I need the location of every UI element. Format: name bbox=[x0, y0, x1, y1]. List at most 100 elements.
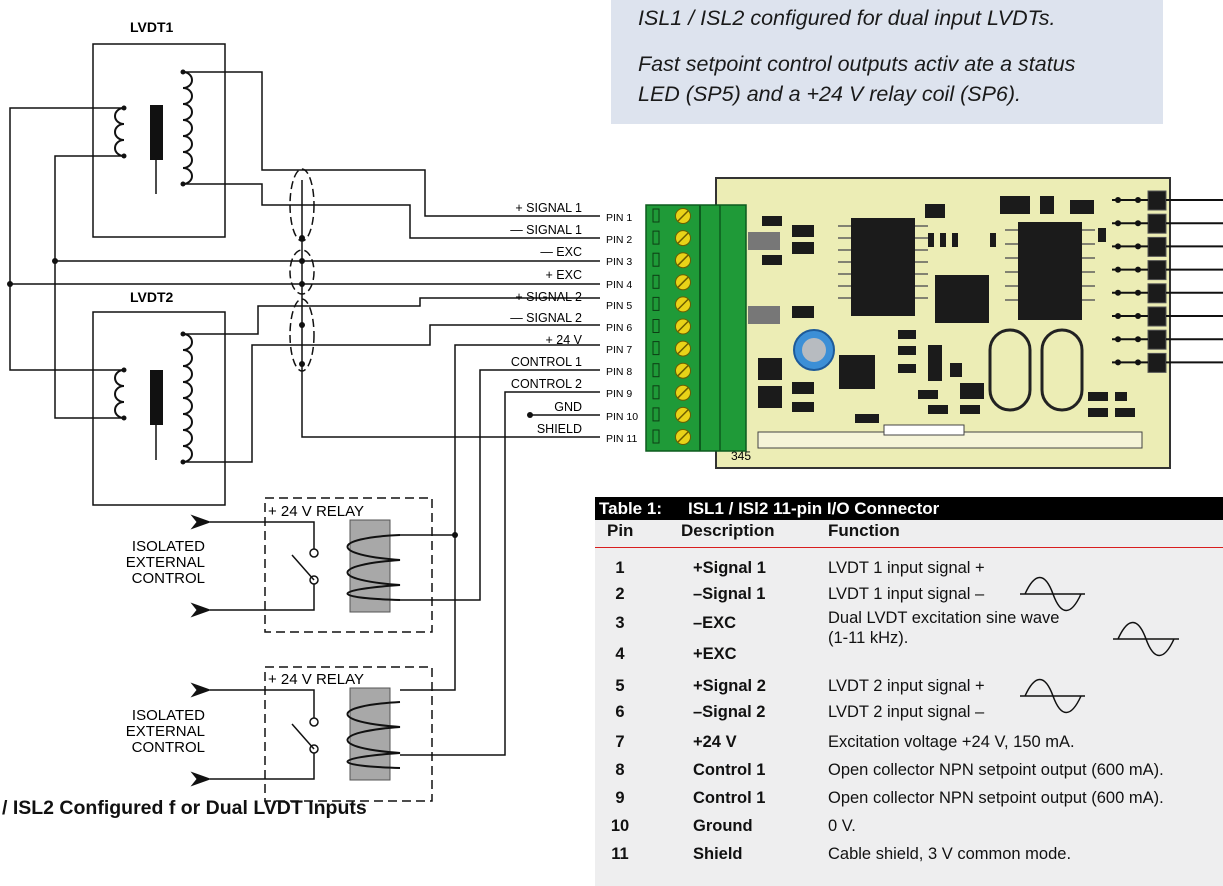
wire-label: SHIELD bbox=[537, 422, 582, 436]
terminal-slot bbox=[652, 274, 660, 289]
pin-label: PIN 7 bbox=[606, 344, 632, 356]
ic-chip bbox=[839, 355, 875, 389]
output-header bbox=[1112, 190, 1223, 373]
cell-function: LVDT 1 input signal + bbox=[828, 559, 985, 577]
wire-label: — SIGNAL 1 bbox=[510, 223, 582, 237]
cell-pin: 8 bbox=[615, 761, 625, 779]
ext-control-label: ISOLATED EXTERNAL CONTROL bbox=[126, 707, 205, 756]
cell-function: Open collector NPN setpoint output (600 … bbox=[828, 761, 1164, 779]
pin-label: PIN 8 bbox=[606, 366, 632, 378]
wires bbox=[9, 71, 600, 756]
cell-function: LVDT 2 input signal – bbox=[828, 703, 985, 721]
note-line: LED (SP5) and a +24 V relay coil (SP6). bbox=[638, 82, 1022, 106]
cell-pin: 2 bbox=[615, 585, 625, 603]
table-number: Table 1: bbox=[599, 499, 662, 518]
svg-text:CONTROL: CONTROL bbox=[132, 570, 205, 587]
col-header-pin: Pin bbox=[607, 521, 634, 540]
cell-description: Control 1 bbox=[693, 789, 766, 807]
cable-shields bbox=[289, 168, 315, 372]
header-pin bbox=[1147, 236, 1167, 257]
pin-label: PIN 10 bbox=[606, 411, 638, 423]
header-pin bbox=[1147, 283, 1167, 304]
terminal-slot bbox=[652, 363, 660, 378]
header-pin bbox=[1147, 213, 1167, 234]
terminal-screws bbox=[652, 208, 691, 445]
circuit-board: 345 bbox=[645, 177, 1223, 469]
crystal bbox=[988, 328, 1032, 412]
sine-wave-icon bbox=[1020, 678, 1085, 714]
svg-text:EXTERNAL: EXTERNAL bbox=[126, 723, 205, 740]
cell-description: Control 1 bbox=[693, 761, 766, 779]
lvdt2: LVDT2 bbox=[92, 289, 226, 506]
board-label: 345 bbox=[731, 449, 751, 463]
cell-pin: 9 bbox=[615, 789, 625, 807]
cell-function: 0 V. bbox=[828, 817, 856, 835]
col-header-description: Description bbox=[681, 521, 775, 540]
terminal-block bbox=[645, 204, 747, 452]
pin-label: PIN 1 bbox=[606, 212, 632, 224]
relay-2: + 24 V RELAY ISOLATED EXTERNAL CONTROL bbox=[126, 666, 433, 802]
cell-pin: 4 bbox=[615, 645, 625, 663]
wire-label: CONTROL 2 bbox=[511, 377, 582, 391]
ic-chip bbox=[1018, 222, 1082, 320]
crystal bbox=[1040, 328, 1084, 412]
figure-caption: / ISL2 Configured f or Dual LVDT Inputs bbox=[2, 797, 367, 819]
cell-description: Ground bbox=[693, 817, 753, 835]
terminal-slot bbox=[652, 296, 660, 311]
cell-pin: 1 bbox=[615, 559, 625, 577]
sine-wave-icon bbox=[1020, 576, 1085, 612]
svg-text:ISOLATED: ISOLATED bbox=[132, 538, 205, 555]
table-title: ISL1 / ISl2 11-pin I/O Connector bbox=[688, 499, 940, 518]
terminal-slot bbox=[652, 319, 660, 333]
header-pin bbox=[1147, 306, 1167, 327]
wire-label: + SIGNAL 2 bbox=[515, 290, 582, 304]
wire-label: + EXC bbox=[546, 268, 582, 282]
cell-pin: 6 bbox=[615, 703, 625, 721]
wire-label: CONTROL 1 bbox=[511, 355, 582, 369]
terminal-slot bbox=[652, 385, 660, 400]
terminal-slot bbox=[652, 230, 660, 245]
terminal-slot bbox=[652, 341, 660, 356]
pin-label: PIN 11 bbox=[606, 433, 637, 445]
sine-wave-icon bbox=[1113, 621, 1179, 657]
terminal-slot bbox=[652, 429, 660, 444]
col-header-function: Function bbox=[828, 521, 900, 540]
terminal-slot bbox=[652, 407, 660, 422]
cell-pin: 3 bbox=[615, 614, 625, 632]
cell-description: +24 V bbox=[693, 733, 737, 751]
sine-wave-icons bbox=[1020, 576, 1179, 714]
cell-pin: 5 bbox=[615, 677, 625, 695]
wire-label: GND bbox=[554, 400, 582, 414]
pin-label: PIN 6 bbox=[606, 322, 632, 334]
cell-pin: 7 bbox=[615, 733, 625, 751]
ic-chip bbox=[935, 275, 989, 323]
cell-description: –Signal 1 bbox=[693, 585, 766, 603]
header-pin bbox=[1147, 329, 1167, 350]
wire-labels: + SIGNAL 1 — SIGNAL 1 — EXC + EXC + SIGN… bbox=[510, 201, 582, 436]
header-pin bbox=[1147, 190, 1167, 211]
ic-chip bbox=[851, 218, 915, 316]
svg-text:ISOLATED: ISOLATED bbox=[132, 707, 205, 724]
smd-components bbox=[758, 196, 1135, 423]
wire-label: + SIGNAL 1 bbox=[515, 201, 582, 215]
svg-text:CONTROL: CONTROL bbox=[132, 739, 205, 756]
cell-pin: 10 bbox=[610, 817, 630, 835]
header-rule bbox=[595, 547, 1223, 548]
cell-function: (1-11 kHz). bbox=[828, 629, 909, 647]
cell-description: +Signal 1 bbox=[693, 559, 766, 577]
svg-text:EXTERNAL: EXTERNAL bbox=[126, 554, 205, 571]
cell-description: +EXC bbox=[693, 645, 737, 663]
ext-control-label: ISOLATED EXTERNAL CONTROL bbox=[126, 538, 205, 587]
lvdt1: LVDT1 bbox=[92, 19, 226, 238]
terminal-slot bbox=[652, 208, 660, 223]
header-pin bbox=[1147, 260, 1167, 281]
terminal-slot bbox=[652, 252, 660, 267]
cell-function: Open collector NPN setpoint output (600 … bbox=[828, 789, 1164, 807]
relay-label: + 24 V RELAY bbox=[268, 503, 364, 520]
lvdt2-label: LVDT2 bbox=[130, 289, 174, 305]
cell-description: +Signal 2 bbox=[693, 677, 766, 695]
io-connector-table: Table 1: ISL1 / ISl2 11-pin I/O Connecto… bbox=[595, 497, 1223, 886]
wire-label: — SIGNAL 2 bbox=[510, 311, 582, 325]
configuration-note: ISL1 / ISL2 configured for dual input LV… bbox=[611, 0, 1163, 124]
